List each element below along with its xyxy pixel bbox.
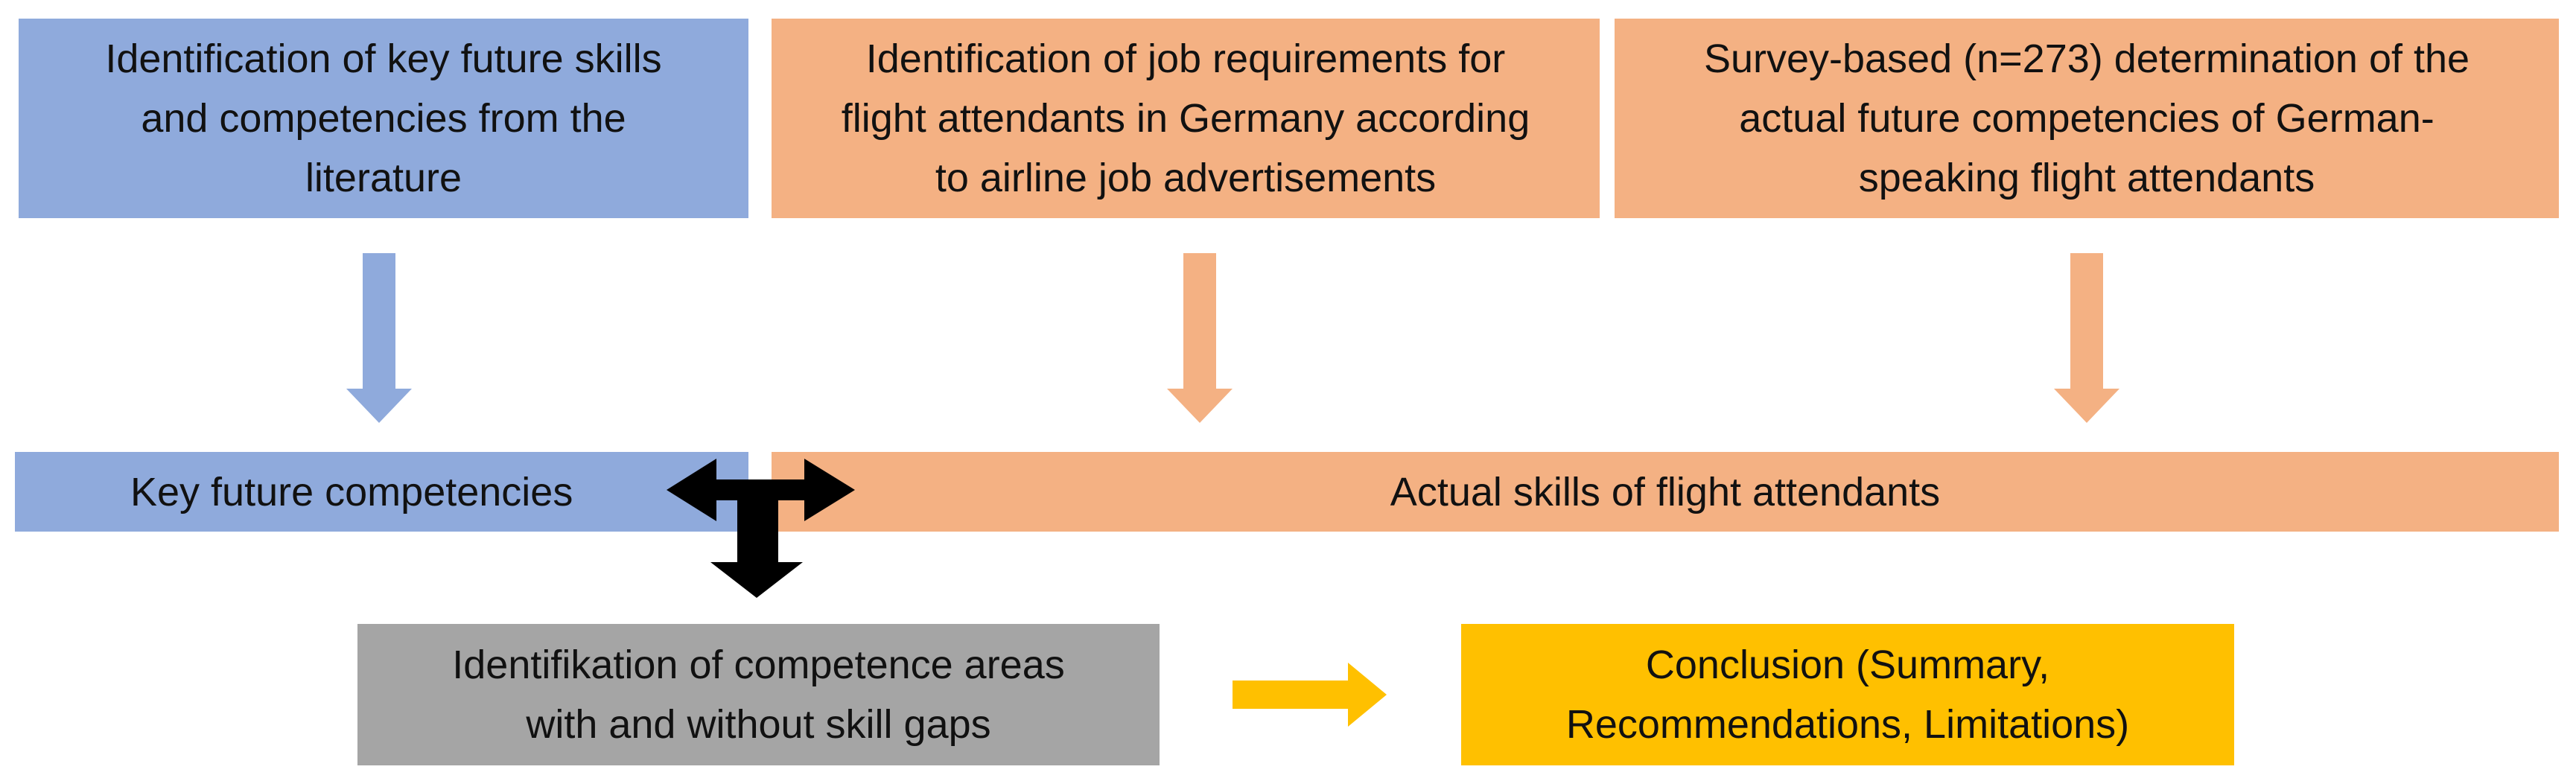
conclusion-box: Conclusion (Summary, Recommendations, Li… — [1461, 624, 2234, 765]
down-arrow-literature-icon — [346, 253, 412, 423]
down-arrow-survey-icon — [2054, 253, 2119, 423]
survey-box: Survey-based (n=273) determination of th… — [1615, 19, 2559, 218]
skill-gaps-line-2: with and without skill gaps — [526, 702, 991, 747]
literature-line-2: and competencies from the — [141, 96, 626, 141]
conclusion-text: Conclusion (Summary, Recommendations, Li… — [1566, 635, 2129, 754]
literature-text: Identification of key future skills and … — [105, 29, 661, 208]
conclusion-line-1: Conclusion (Summary, — [1645, 643, 2050, 687]
literature-line-3: literature — [305, 156, 462, 200]
survey-line-2: actual future competencies of German- — [1739, 96, 2435, 141]
literature-box: Identification of key future skills and … — [19, 19, 748, 218]
key-competencies-label: Key future competencies — [130, 469, 573, 514]
right-arrow-conclusion-icon — [1233, 663, 1387, 727]
actual-skills-label: Actual skills of flight attendants — [1390, 469, 1941, 514]
job-requirements-text: Identification of job requirements for f… — [842, 29, 1530, 208]
survey-text: Survey-based (n=273) determination of th… — [1704, 29, 2470, 208]
key-competencies-box: Key future competencies — [15, 452, 748, 532]
conclusion-line-2: Recommendations, Limitations) — [1565, 702, 2130, 747]
literature-line-1: Identification of key future skills — [105, 36, 662, 81]
actual-skills-box: Actual skills of flight attendants — [772, 452, 2559, 532]
job-requirements-box: Identification of job requirements for f… — [772, 19, 1600, 218]
job-requirements-line-1: Identification of job requirements for — [865, 36, 1506, 81]
job-requirements-line-2: flight attendants in Germany according — [841, 96, 1530, 141]
skill-gaps-text: Identifikation of competence areas with … — [452, 635, 1065, 754]
down-arrow-job-requirements-icon — [1167, 253, 1233, 423]
skill-gaps-line-1: Identifikation of competence areas — [452, 643, 1065, 687]
job-requirements-line-3: to airline job advertisements — [935, 156, 1437, 200]
skill-gaps-box: Identifikation of competence areas with … — [357, 624, 1160, 765]
survey-line-3: speaking flight attendants — [1858, 156, 2315, 200]
survey-line-1: Survey-based (n=273) determination of th… — [1703, 36, 2470, 81]
